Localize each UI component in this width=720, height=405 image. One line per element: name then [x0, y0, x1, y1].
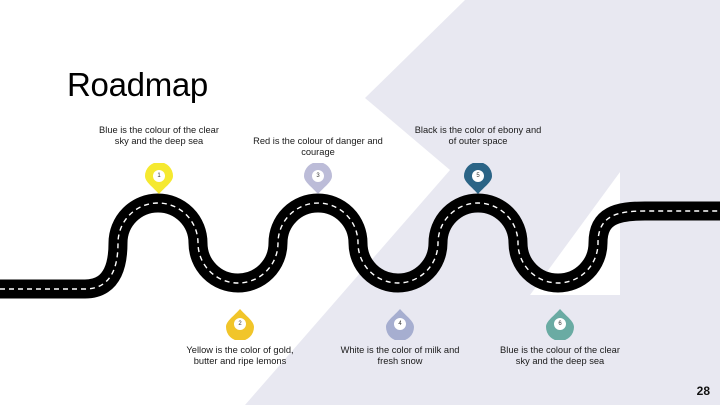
road-center-line [0, 202, 720, 290]
milestone-5-number: 5 [472, 170, 484, 182]
slide-title: Roadmap [67, 66, 208, 103]
milestone-4-text: White is the color of milk and fresh sno… [340, 345, 460, 366]
milestone-5-text: Black is the color of ebony and of outer… [414, 125, 542, 146]
milestone-3-text: Red is the colour of danger and courage [253, 136, 383, 157]
milestone-1-text: Blue is the colour of the clear sky and … [99, 125, 219, 146]
milestone-3-number: 3 [312, 170, 324, 182]
page-number: 28 [696, 384, 710, 398]
milestone-1-number: 1 [153, 170, 165, 182]
milestone-2-text: Yellow is the color of gold, butter and … [186, 345, 294, 366]
milestone-6-number: 6 [554, 318, 566, 330]
roadmap-road [0, 193, 720, 299]
milestone-4-number: 4 [394, 318, 406, 330]
milestone-6-text: Blue is the colour of the clear sky and … [500, 345, 620, 366]
milestone-2-number: 2 [234, 318, 246, 330]
